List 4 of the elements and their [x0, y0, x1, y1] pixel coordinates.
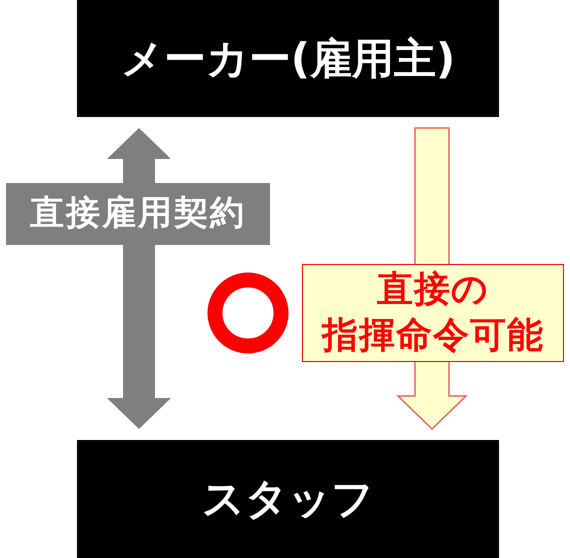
edge-label: 直接雇用契約	[6, 183, 270, 245]
edge-label: 直接の指揮命令可能	[302, 264, 564, 362]
title-box: スタッフ	[77, 440, 499, 558]
title-box: メーカー(雇用主)	[77, 0, 499, 117]
